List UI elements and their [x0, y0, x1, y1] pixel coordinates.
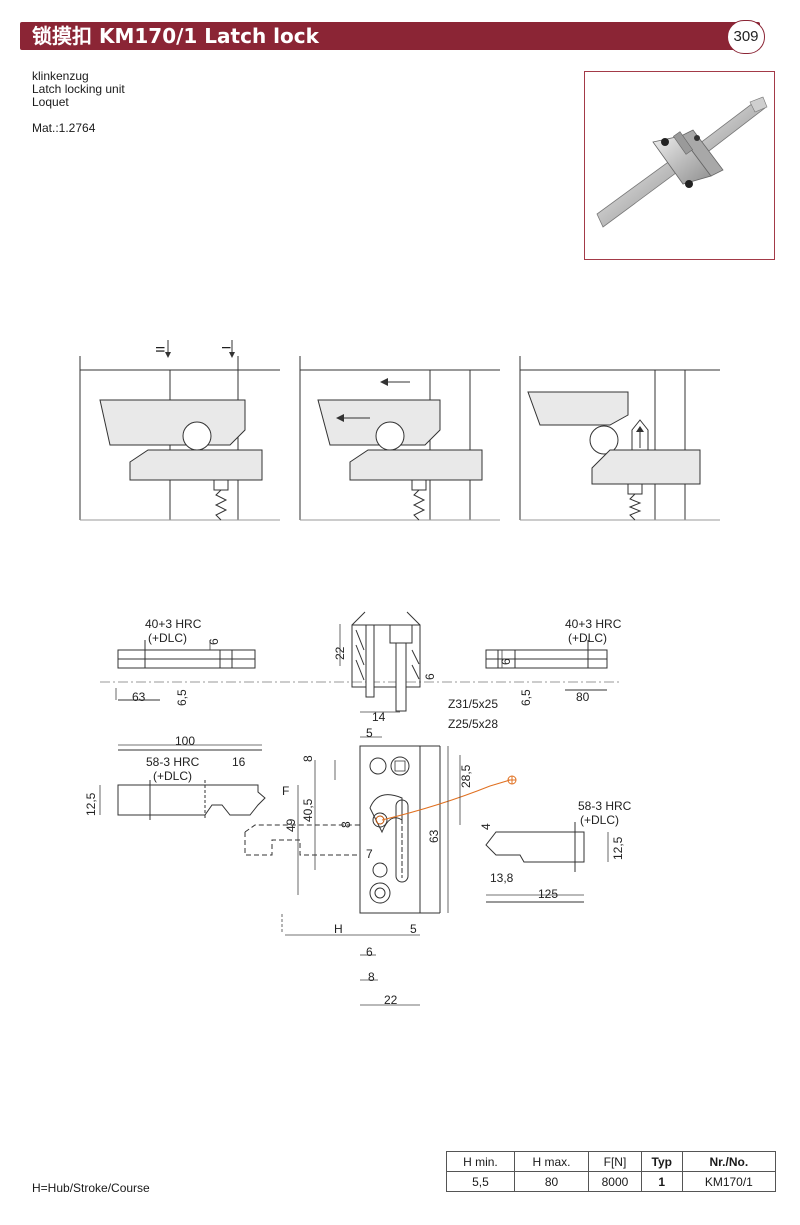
label-force: F — [282, 784, 289, 798]
dim-63: 63 — [132, 690, 146, 704]
cell-h-min: 5,5 — [446, 1171, 515, 1192]
label-dlc-58-left: (+DLC) — [153, 769, 192, 783]
dim-8-bottom: 8 — [368, 970, 375, 984]
dim-14: 14 — [372, 710, 386, 724]
col-force: F[N] — [588, 1151, 642, 1172]
dim-22-vertical: 22 — [333, 646, 347, 660]
latch-lock-photo-icon — [596, 96, 768, 228]
label-hrc-right: 40+3 HRC — [565, 617, 622, 631]
label-dlc-left: (+DLC) — [148, 631, 187, 645]
dim-125: 125 — [538, 887, 558, 901]
dim-40-5: 40,5 — [301, 798, 315, 822]
label-hrc-58-right: 58-3 HRC — [578, 799, 632, 813]
col-number: Nr./No. — [681, 1151, 777, 1172]
function-diagram-1 — [79, 340, 280, 521]
position-label-I: I — [219, 346, 233, 349]
page-title: 锁摸扣 KM170/1 Latch lock — [32, 24, 319, 48]
label-dlc-58-right: (+DLC) — [580, 813, 619, 827]
housing-front-view — [359, 745, 441, 914]
function-diagram-3 — [519, 356, 720, 521]
cell-type: 1 — [640, 1171, 683, 1192]
header-bar: 锁摸扣 KM170/1 Latch lock — [20, 22, 760, 50]
dim-49: 49 — [284, 818, 298, 832]
col-type: Typ — [640, 1151, 683, 1172]
position-label-II: II — [153, 346, 167, 353]
cell-number: KM170/1 — [681, 1171, 777, 1192]
dim-8-top: 8 — [301, 755, 315, 762]
dim-6-left: 6 — [207, 638, 221, 645]
dim-63-vertical: 63 — [427, 829, 441, 843]
col-h-min: H min. — [446, 1151, 515, 1172]
side-view-right — [485, 640, 608, 691]
svg-text:II: II — [153, 346, 167, 353]
dim-28-5: 28,5 — [459, 764, 473, 788]
dim-5-top: 5 — [366, 726, 373, 740]
product-photo — [584, 71, 775, 260]
dim-13-8: 13,8 — [490, 871, 514, 885]
dim-80: 80 — [576, 690, 590, 704]
label-stroke-h: H — [334, 922, 343, 936]
description-line-en: Latch locking unit — [32, 82, 125, 96]
description-line-fr: Loquet — [32, 95, 69, 109]
material-label: Mat.:1.2764 — [32, 121, 96, 135]
footnote: H=Hub/Stroke/Course — [32, 1181, 150, 1195]
dim-6-5-left: 6,5 — [175, 689, 189, 706]
dim-6-bottom: 6 — [366, 945, 373, 959]
col-h-max: H max. — [513, 1151, 590, 1172]
spec-table: H min. H max. F[N] Typ Nr./No. 5,5 80 80… — [446, 1151, 777, 1192]
dim-12-5-left: 12,5 — [84, 792, 98, 816]
latch-slider — [117, 749, 360, 856]
section-view — [351, 611, 421, 712]
description-line-de: klinkenzug — [32, 69, 89, 83]
dim-7: 7 — [366, 847, 373, 861]
label-hrc-left: 40+3 HRC — [145, 617, 202, 631]
technical-drawing: II I 40+3 HRC (+DLC) 40+3 HRC (+DLC) 63 … — [79, 340, 720, 1007]
side-view-left — [117, 640, 256, 701]
dim-16: 16 — [232, 755, 246, 769]
latch-counterpart — [485, 822, 585, 903]
cell-force: 8000 — [588, 1171, 642, 1192]
dim-6-right: 6 — [499, 658, 513, 665]
cell-h-max: 80 — [513, 1171, 590, 1192]
dim-12-5-right: 12,5 — [611, 836, 625, 860]
label-dlc-right: (+DLC) — [568, 631, 607, 645]
dim-100: 100 — [175, 734, 195, 748]
dim-6-5-right: 6,5 — [519, 689, 533, 706]
label-hrc-58-left: 58-3 HRC — [146, 755, 200, 769]
dim-5-bottom: 5 — [410, 922, 417, 936]
dim-22-bottom: 22 — [384, 993, 398, 1007]
function-diagram-2 — [299, 356, 500, 521]
dim-4: 4 — [479, 823, 493, 830]
svg-text:I: I — [219, 346, 233, 349]
table-row: 5,5 80 8000 1 KM170/1 — [446, 1171, 777, 1192]
dim-8-mid: 8 — [339, 821, 353, 828]
label-screw-z31: Z31/5x25 — [448, 697, 498, 711]
label-screw-z25: Z25/5x28 — [448, 717, 498, 731]
product-description: klinkenzug Latch locking unit Loquet — [32, 70, 125, 109]
page-number: 309 — [727, 20, 765, 54]
table-header-row: H min. H max. F[N] Typ Nr./No. — [446, 1151, 777, 1172]
dim-6-section: 6 — [423, 673, 437, 680]
